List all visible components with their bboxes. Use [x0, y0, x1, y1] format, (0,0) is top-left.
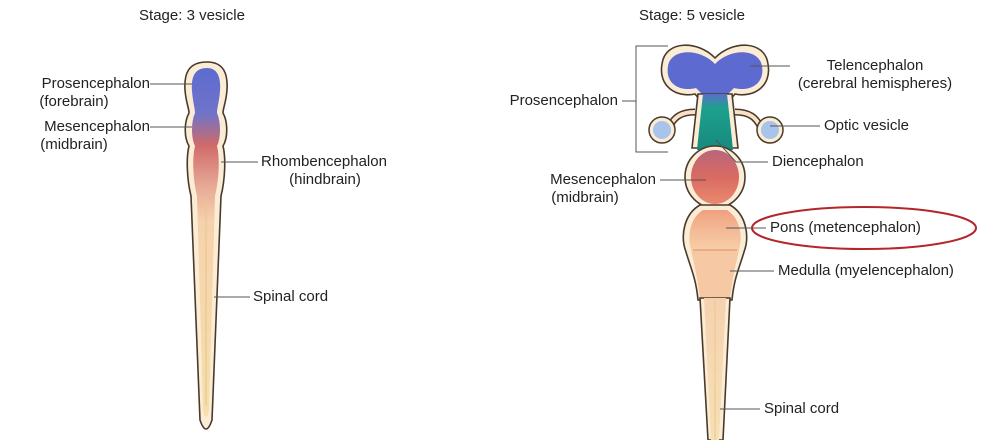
label-diencephalon: Diencephalon [772, 153, 864, 171]
label-forebrain: (forebrain) [20, 93, 128, 111]
label-pons: Pons (metencephalon) [770, 219, 921, 237]
stage-5-title: Stage: 5 vesicle [610, 7, 774, 25]
label-prosencephalon-3-line1: Prosencephalon [0, 75, 150, 93]
label-telencephalon: Telencephalon [780, 57, 970, 75]
stage-3-title: Stage: 3 vesicle [110, 7, 274, 25]
label-prosencephalon-5: Prosencephalon [460, 92, 618, 110]
label-spinal-cord-5: Spinal cord [764, 400, 839, 418]
pons [689, 210, 740, 250]
label-spinal-cord-3: Spinal cord [253, 288, 328, 306]
label-rhombencephalon: Rhombencephalon [261, 153, 387, 171]
label-prosencephalon-3: Prosencephalon [0, 75, 150, 93]
optic-vesicle-left-core [653, 121, 671, 139]
label-cerebral-hemispheres: (cerebral hemispheres) [780, 75, 970, 93]
label-mesencephalon-5: Mesencephalon [500, 171, 656, 189]
label-hindbrain: (hindbrain) [261, 171, 389, 189]
diencephalon [697, 94, 733, 150]
three-vesicle-neural-tube [185, 62, 227, 429]
label-midbrain-5: (midbrain) [530, 189, 640, 207]
five-vesicle-neural-tube [649, 45, 783, 440]
label-midbrain-3: (midbrain) [20, 136, 128, 154]
label-mesencephalon-3: Mesencephalon [0, 118, 150, 136]
label-medulla: Medulla (myelencephalon) [778, 262, 954, 280]
label-optic-vesicle: Optic vesicle [824, 117, 909, 135]
optic-vesicle-right-core [761, 121, 779, 139]
